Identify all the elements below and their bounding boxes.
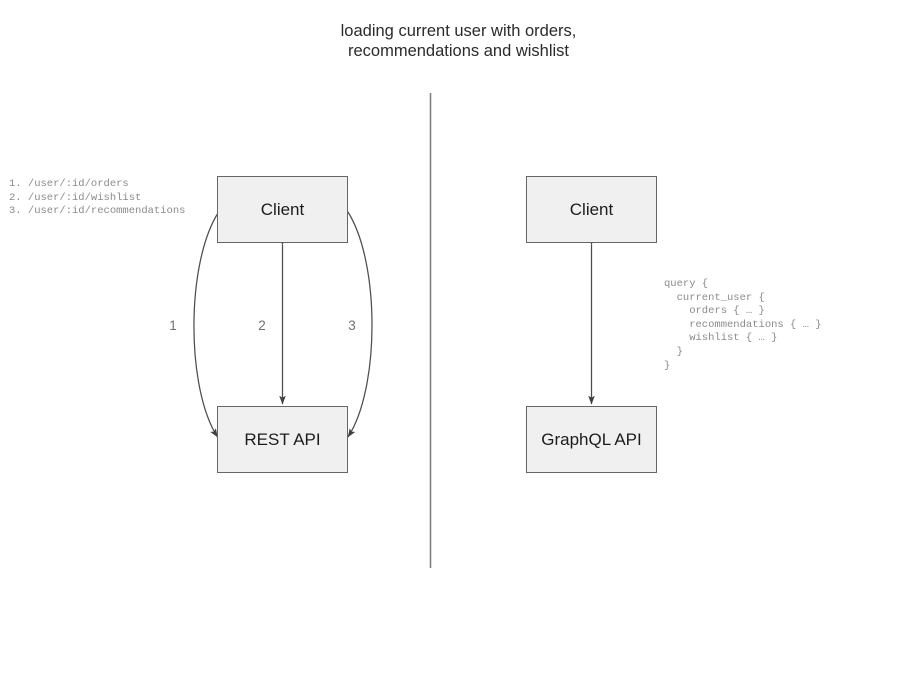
node-rest-api[interactable]: REST API	[217, 406, 348, 473]
edge-3-path	[340, 203, 373, 438]
edge-label-3: 3	[348, 318, 356, 333]
edge-label-1: 1	[169, 318, 177, 333]
node-client-graphql[interactable]: Client	[526, 176, 657, 243]
node-graphql-api-label: GraphQL API	[541, 429, 642, 449]
edge-label-2: 2	[258, 318, 266, 333]
node-graphql-api[interactable]: GraphQL API	[526, 406, 657, 473]
edge-1-path	[193, 204, 226, 438]
node-client-graphql-label: Client	[569, 199, 614, 219]
graphql-query-snippet: query { current_user { orders { … } reco…	[664, 278, 822, 372]
diagram-title: loading current user with orders, recomm…	[340, 22, 577, 60]
node-rest-api-label: REST API	[244, 429, 321, 449]
node-client-rest[interactable]: Client	[217, 176, 348, 243]
node-client-rest-label: Client	[260, 199, 305, 219]
rest-endpoints-list: 1. /user/:id/orders 2. /user/:id/wishlis…	[9, 178, 186, 218]
